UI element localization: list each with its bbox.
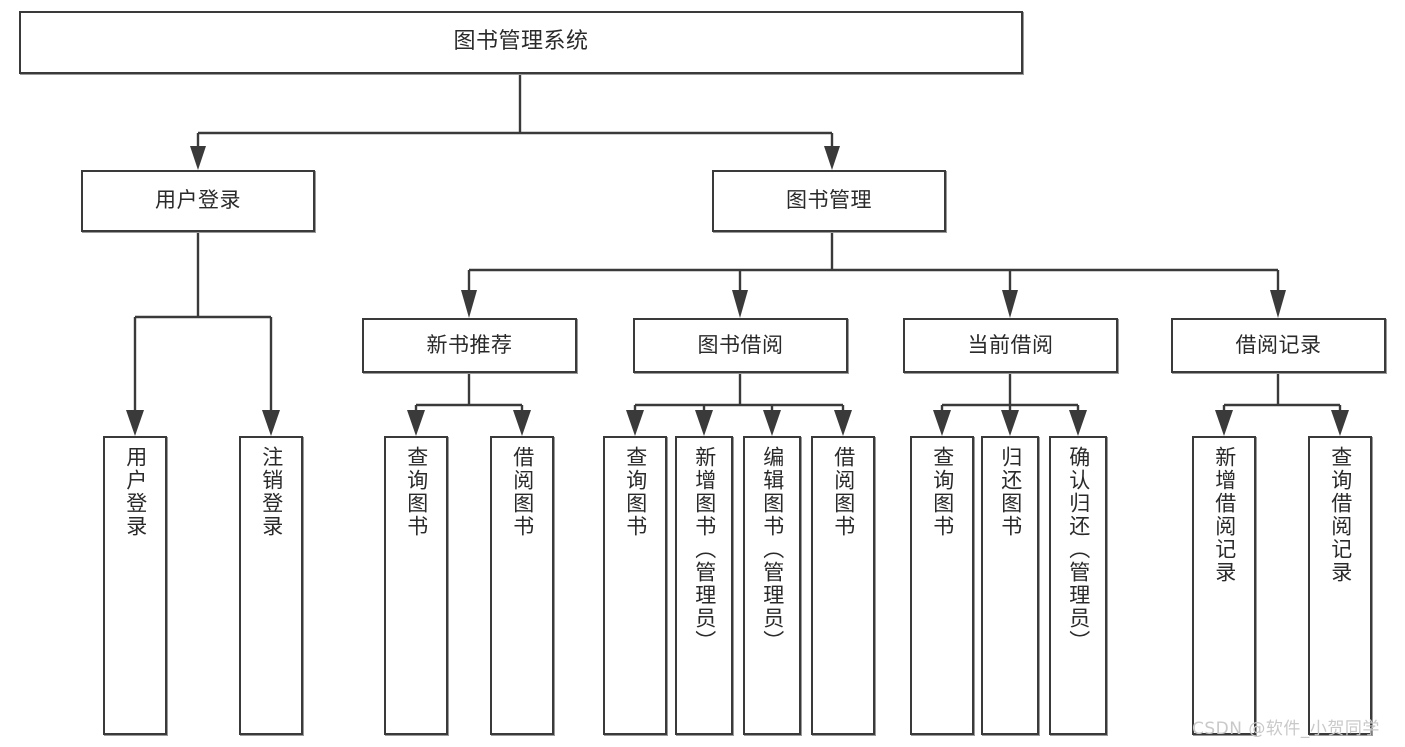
node-label: 新书推荐 — [426, 332, 513, 357]
node-new-book-recommendation[interactable]: 新书推荐 — [362, 318, 577, 373]
arrow-head-book-management — [824, 146, 840, 170]
node-label: 借阅记录 — [1235, 332, 1322, 357]
leaf-new-book-query[interactable]: 查询图书 — [384, 436, 448, 735]
leaf-book-borrow-borrow[interactable]: 借阅图书 — [811, 436, 875, 735]
node-label: 用户登录 — [123, 446, 148, 538]
node-label: 编辑图书（管理员） — [760, 446, 785, 653]
leaf-book-borrow-edit[interactable]: 编辑图书（管理员） — [743, 436, 801, 735]
leaf-user-login-logout[interactable]: 注销登录 — [239, 436, 303, 735]
node-book-management[interactable]: 图书管理 — [712, 170, 946, 232]
node-label: 图书借阅 — [697, 332, 784, 357]
arrow-head-login-leaf-1 — [126, 410, 144, 436]
node-label: 确认归还（管理员） — [1066, 446, 1091, 653]
node-root-book-management-system[interactable]: 图书管理系统 — [19, 11, 1023, 74]
csdn-watermark: CSDN @软件_小贺同学 — [1192, 719, 1380, 739]
arrow-head-borrowrecord-leaf-1 — [1215, 410, 1233, 436]
node-label: 注销登录 — [259, 446, 284, 538]
node-label: 查询借阅记录 — [1328, 446, 1353, 584]
leaf-borrow-record-query[interactable]: 查询借阅记录 — [1308, 436, 1372, 735]
arrow-head-bookborrow-leaf-2 — [695, 410, 713, 436]
node-label: 归还图书 — [998, 446, 1023, 538]
arrow-head-newbook-leaf-1 — [407, 410, 425, 436]
arrow-head-new-book — [461, 290, 477, 318]
arrow-head-current-borrow — [1002, 290, 1018, 318]
arrow-head-login-leaf-2 — [262, 410, 280, 436]
arrow-head-currentborrow-leaf-2 — [1001, 410, 1019, 436]
arrow-head-currentborrow-leaf-3 — [1069, 410, 1087, 436]
node-label: 借阅图书 — [831, 446, 856, 538]
node-book-borrowing[interactable]: 图书借阅 — [633, 318, 848, 373]
leaf-current-borrow-confirm-return[interactable]: 确认归还（管理员） — [1049, 436, 1107, 735]
node-borrow-record[interactable]: 借阅记录 — [1171, 318, 1386, 373]
arrow-head-bookborrow-leaf-4 — [834, 410, 852, 436]
node-label: 借阅图书 — [510, 446, 535, 538]
arrow-head-book-borrow — [732, 290, 748, 318]
node-label: 查询图书 — [623, 446, 648, 538]
leaf-borrow-record-add[interactable]: 新增借阅记录 — [1192, 436, 1256, 735]
node-label: 图书管理系统 — [453, 29, 589, 55]
arrow-head-bookborrow-leaf-3 — [763, 410, 781, 436]
node-label: 用户登录 — [155, 188, 241, 213]
leaf-book-borrow-add[interactable]: 新增图书（管理员） — [675, 436, 733, 735]
arrow-head-bookborrow-leaf-1 — [626, 410, 644, 436]
node-label: 查询图书 — [404, 446, 429, 538]
leaf-current-borrow-return[interactable]: 归还图书 — [981, 436, 1039, 735]
leaf-book-borrow-query[interactable]: 查询图书 — [603, 436, 667, 735]
leaf-current-borrow-query[interactable]: 查询图书 — [910, 436, 974, 735]
arrow-head-user-login — [190, 146, 206, 170]
node-label: 图书管理 — [786, 188, 872, 213]
arrow-head-borrow-record — [1270, 290, 1286, 318]
arrow-head-newbook-leaf-2 — [513, 410, 531, 436]
leaf-new-book-borrow[interactable]: 借阅图书 — [490, 436, 554, 735]
node-label: 当前借阅 — [967, 332, 1054, 357]
node-current-borrowing[interactable]: 当前借阅 — [903, 318, 1118, 373]
leaf-user-login-login[interactable]: 用户登录 — [103, 436, 167, 735]
node-user-login[interactable]: 用户登录 — [81, 170, 315, 232]
node-label: 查询图书 — [930, 446, 955, 538]
node-label: 新增图书（管理员） — [692, 446, 717, 653]
arrow-head-currentborrow-leaf-1 — [933, 410, 951, 436]
arrow-head-borrowrecord-leaf-2 — [1331, 410, 1349, 436]
node-label: 新增借阅记录 — [1212, 446, 1237, 584]
